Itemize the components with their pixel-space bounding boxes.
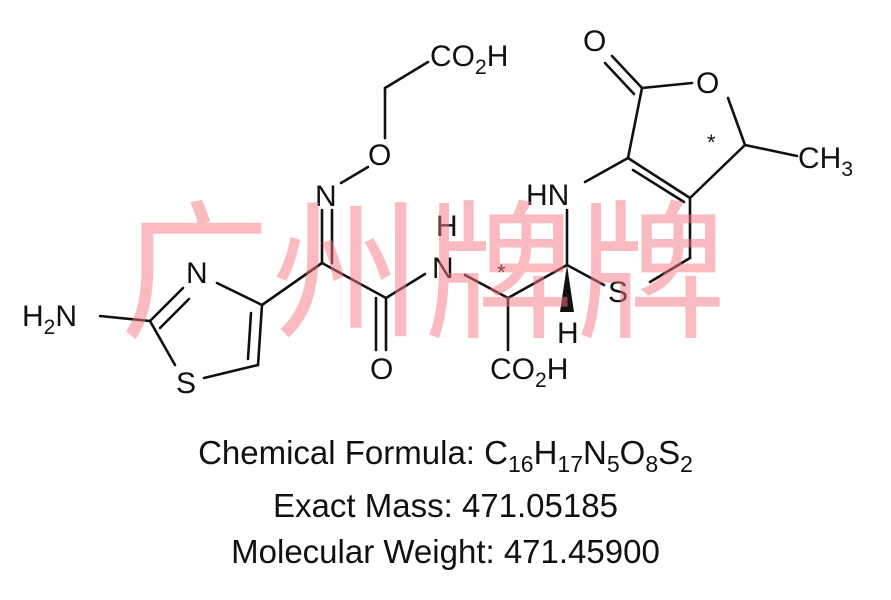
formula-element: C bbox=[484, 434, 508, 471]
amine-label: H2N bbox=[22, 300, 77, 339]
molecular-weight-label: Molecular Weight: bbox=[231, 533, 504, 570]
atom-labels: H2N N S N O CO2H H N O CO2H HN S H O O C… bbox=[22, 25, 853, 400]
bonds bbox=[98, 54, 799, 380]
lactone-carbonyl-o-label: O bbox=[583, 25, 606, 58]
formula-count: 17 bbox=[557, 451, 584, 477]
exact-mass: Exact Mass: 471.05185 bbox=[0, 489, 891, 522]
wedge-h-label: H bbox=[557, 317, 579, 350]
formula-element: S bbox=[658, 434, 681, 471]
top-acid-label: CO2H bbox=[430, 40, 508, 79]
amide-n-label: N bbox=[432, 252, 454, 285]
ring-s-label: S bbox=[608, 276, 628, 309]
oxime-n-label: N bbox=[315, 180, 337, 213]
formula-element: H bbox=[533, 434, 558, 471]
stereocenter-mark: * bbox=[497, 260, 506, 285]
ring-nh-label: HN bbox=[526, 179, 569, 212]
formula-label: Chemical Formula: bbox=[198, 434, 485, 471]
methyl-label: CH3 bbox=[798, 142, 853, 181]
formula-count: 5 bbox=[606, 451, 620, 477]
ether-o-label: O bbox=[368, 139, 391, 172]
bottom-acid-label: CO2H bbox=[490, 353, 568, 392]
stereocenter-mark: * bbox=[707, 130, 716, 155]
formula-count: 8 bbox=[645, 451, 659, 477]
thiazole-n-label: N bbox=[186, 257, 208, 290]
amide-h-label: H bbox=[436, 210, 458, 243]
formula-count: 2 bbox=[680, 451, 693, 477]
chemical-structure: H2N N S N O CO2H H N O CO2H HN S H O O C… bbox=[22, 25, 853, 400]
exact-mass-label: Exact Mass: bbox=[273, 487, 462, 524]
formula-element: O bbox=[619, 434, 646, 471]
amide-o-label: O bbox=[370, 353, 393, 386]
chemical-formula: Chemical Formula: C16H17N5O8S2 bbox=[0, 434, 891, 476]
formula-element: N bbox=[583, 434, 607, 471]
formula-count: 16 bbox=[507, 451, 534, 477]
molecular-weight: Molecular Weight: 471.45900 bbox=[0, 535, 891, 568]
exact-mass-value: 471.05185 bbox=[461, 487, 618, 524]
lactone-ring-o-label: O bbox=[696, 67, 719, 100]
molecular-weight-value: 471.45900 bbox=[503, 533, 660, 570]
thiazole-s-label: S bbox=[176, 367, 196, 400]
